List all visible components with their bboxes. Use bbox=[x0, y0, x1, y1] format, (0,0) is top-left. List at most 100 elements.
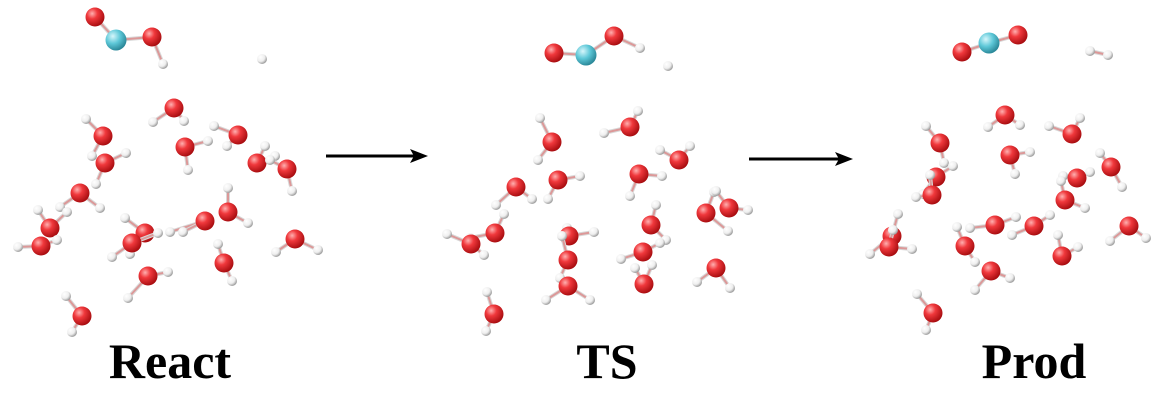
hydrogen-atom bbox=[1085, 167, 1095, 177]
hydrogen-atom bbox=[148, 117, 158, 127]
hydrogen-atom bbox=[527, 194, 537, 204]
oxygen-atom bbox=[195, 211, 215, 231]
hydrogen-atom bbox=[535, 113, 545, 123]
oxygen-atom bbox=[922, 185, 942, 205]
hydrogen-atom bbox=[67, 327, 77, 337]
hydrogen-atom bbox=[925, 170, 935, 180]
hydrogen-atom bbox=[633, 106, 643, 116]
hydrogen-atom bbox=[865, 249, 875, 259]
hydrogen-atom bbox=[912, 289, 922, 299]
oxygen-atom bbox=[604, 26, 624, 46]
water-molecule bbox=[692, 258, 735, 293]
hydrogen-atom bbox=[589, 227, 599, 237]
hydrogen-atom bbox=[95, 203, 105, 213]
hydrogen-atom bbox=[939, 158, 949, 168]
carbon-atom bbox=[978, 32, 1000, 54]
hydrogen-atom bbox=[178, 227, 188, 237]
water-molecule bbox=[655, 141, 695, 170]
hydrogen-atom bbox=[575, 171, 585, 181]
hydrogen-atom bbox=[13, 242, 23, 252]
hydrogen-atom bbox=[948, 161, 958, 171]
hydrogen-atom bbox=[888, 225, 898, 235]
water-molecule bbox=[541, 276, 595, 305]
hydrogen-atom bbox=[647, 260, 657, 270]
water-molecule bbox=[265, 155, 297, 196]
oxygen-atom bbox=[214, 253, 234, 273]
hydrogen-atom bbox=[61, 291, 71, 301]
oxygen-atom bbox=[706, 258, 726, 278]
hydrogen-atom bbox=[1011, 212, 1021, 222]
water-molecule bbox=[625, 164, 667, 201]
water-molecule bbox=[970, 261, 1015, 295]
hydrogen-atom bbox=[1015, 120, 1025, 130]
hydrogen-atom bbox=[81, 114, 91, 124]
hydrogen-atom bbox=[33, 205, 43, 215]
oxygen-atom bbox=[558, 250, 578, 270]
water-molecule bbox=[1058, 167, 1095, 188]
water-molecule bbox=[107, 228, 163, 262]
hydrogen-atom bbox=[123, 293, 133, 303]
oxygen-atom bbox=[142, 27, 162, 47]
hydrogen-atom bbox=[179, 116, 189, 126]
hydrogen-atom bbox=[481, 326, 491, 336]
hydrogen-atom bbox=[62, 207, 72, 217]
oxygen-atom bbox=[923, 303, 943, 323]
co2-prod bbox=[952, 25, 1028, 62]
water-molecule bbox=[1052, 230, 1083, 266]
water-molecule bbox=[711, 186, 753, 218]
hydrogen-atom bbox=[625, 191, 635, 201]
oxygen-atom bbox=[485, 223, 505, 243]
water-molecule bbox=[1095, 148, 1127, 192]
water-molecule bbox=[442, 229, 489, 260]
water-molecule bbox=[921, 121, 950, 168]
oxygen-atom bbox=[542, 132, 562, 152]
hydrogen-atom bbox=[1073, 242, 1083, 252]
hydrogen-atom bbox=[1085, 46, 1095, 56]
water-molecule bbox=[55, 183, 105, 213]
water-molecule bbox=[148, 98, 189, 127]
water-molecule bbox=[1000, 145, 1035, 179]
oxygen-atom bbox=[85, 7, 105, 27]
oxygen-atom bbox=[955, 236, 975, 256]
hydrogen-atom bbox=[209, 121, 219, 131]
formate-ts bbox=[544, 26, 645, 66]
ts-label: TS bbox=[576, 333, 638, 389]
hydrogen-atom bbox=[165, 227, 175, 237]
hydrogen-atom bbox=[153, 228, 163, 238]
oxygen-atom bbox=[95, 153, 115, 173]
oxygen-atom bbox=[1062, 124, 1082, 144]
hydrogen-atom bbox=[711, 186, 721, 196]
hydrogen-atom bbox=[203, 136, 213, 146]
oxygen-atom bbox=[122, 233, 142, 253]
hydrogen-atom bbox=[533, 155, 543, 165]
water-molecule bbox=[533, 113, 562, 165]
water-molecule bbox=[91, 148, 131, 189]
water-molecule bbox=[123, 266, 173, 303]
hydrogen-atom bbox=[921, 121, 931, 131]
hydrogen-atom bbox=[1007, 230, 1017, 240]
hydrogen-atom bbox=[663, 61, 673, 71]
hydrogen-atom bbox=[1010, 169, 1020, 179]
hydrogen-atom bbox=[243, 218, 253, 228]
hydrogen-atom bbox=[163, 267, 173, 277]
water-molecule bbox=[543, 170, 585, 204]
hydrogen-atom bbox=[222, 141, 232, 151]
hydrogen-atom bbox=[479, 250, 489, 260]
hydrogen-atom bbox=[599, 128, 609, 138]
hydrogen-atom bbox=[183, 165, 193, 175]
oxygen-atom bbox=[247, 153, 267, 173]
hydrogen-atom bbox=[743, 205, 753, 215]
oxygen-atom bbox=[1101, 157, 1121, 177]
water-molecule bbox=[912, 289, 943, 335]
water-molecule bbox=[81, 114, 113, 161]
water-molecule bbox=[983, 105, 1025, 132]
oxygen-atom bbox=[669, 150, 689, 170]
hydrogen-atom bbox=[907, 244, 917, 254]
water-molecule bbox=[1007, 210, 1055, 240]
hydrogen-atom bbox=[1103, 50, 1113, 60]
oxygen-atom bbox=[629, 164, 649, 184]
hydrogen-atom bbox=[685, 141, 695, 151]
hydrogen-atom bbox=[442, 229, 452, 239]
hydrogen-atom bbox=[287, 186, 297, 196]
